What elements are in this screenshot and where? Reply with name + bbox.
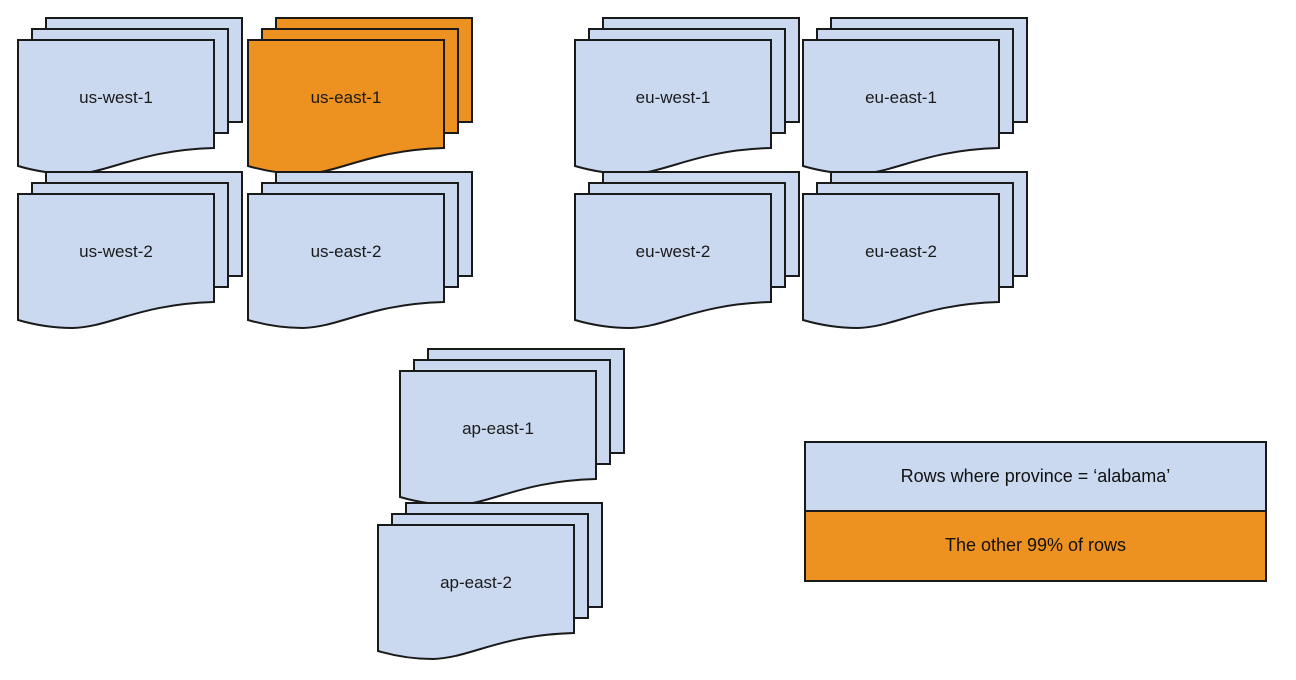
document-stack-us-east-2: us-east-2	[247, 171, 486, 330]
document-stack-ap-east-1: ap-east-1	[399, 348, 638, 507]
document-card	[802, 193, 1000, 330]
document-card	[17, 39, 215, 176]
document-stack-us-west-1: us-west-1	[17, 17, 256, 176]
document-card	[247, 193, 445, 330]
document-stack-eu-west-2: eu-west-2	[574, 171, 813, 330]
document-stack-us-west-2: us-west-2	[17, 171, 256, 330]
document-card	[574, 193, 772, 330]
document-stack-eu-east-1: eu-east-1	[802, 17, 1041, 176]
document-card	[17, 193, 215, 330]
legend-label-blue: Rows where province = ‘alabama’	[900, 465, 1171, 486]
document-stack-eu-west-1: eu-west-1	[574, 17, 813, 176]
document-card	[399, 370, 597, 507]
document-stack-us-east-1: us-east-1	[247, 17, 486, 176]
document-card	[802, 39, 1000, 176]
document-card	[574, 39, 772, 176]
document-stack-eu-east-2: eu-east-2	[802, 171, 1041, 330]
legend-row-orange: The other 99% of rows	[806, 511, 1265, 580]
legend-row-blue: Rows where province = ‘alabama’	[806, 443, 1265, 512]
document-card	[377, 524, 575, 661]
document-stack-ap-east-2: ap-east-2	[377, 502, 616, 661]
document-card	[247, 39, 445, 176]
legend: Rows where province = ‘alabama’ The othe…	[804, 441, 1267, 582]
legend-label-orange: The other 99% of rows	[944, 535, 1127, 556]
